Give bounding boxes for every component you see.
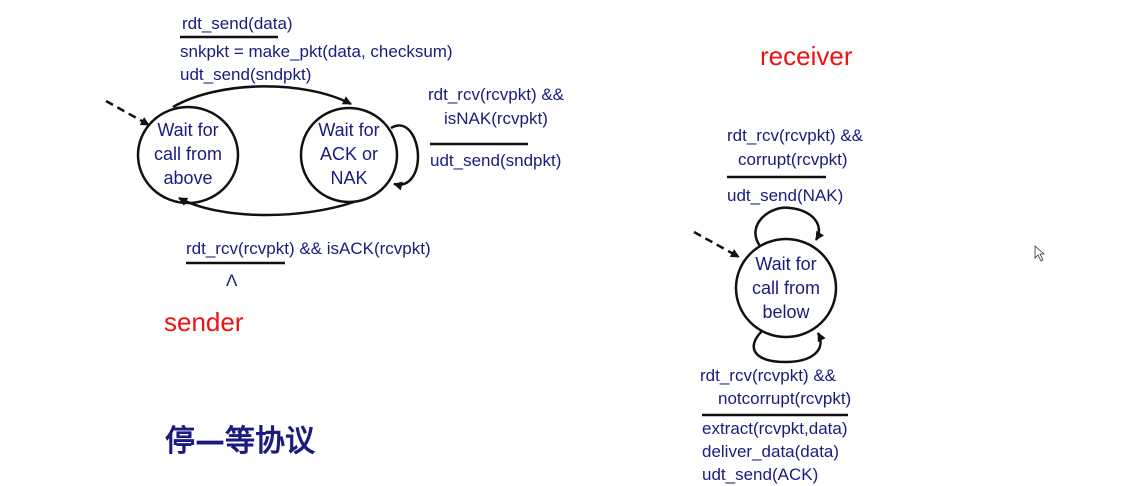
t-send-event: rdt_send(data): [182, 14, 293, 33]
state-line: Wait for: [755, 254, 816, 274]
t-corrupt-event: rdt_rcv(rcvpkt) &&: [727, 126, 864, 145]
t-ok-action: udt_send(ACK): [702, 465, 818, 484]
t-nak-action: udt_send(sndpkt): [430, 151, 561, 170]
state-wait-ack-nak: Wait for ACK or NAK: [299, 106, 399, 204]
receiver-label: receiver: [760, 41, 853, 71]
state-wait-call-below: Wait for call from below: [734, 237, 838, 339]
state-wait-call-above: Wait for call from above: [136, 105, 240, 205]
t-corrupt-action: udt_send(NAK): [727, 186, 843, 205]
t-ok-event: notcorrupt(rcvpkt): [718, 389, 851, 408]
state-line: ACK or: [320, 144, 378, 164]
state-line: Wait for: [318, 120, 379, 140]
sender-label: sender: [164, 307, 244, 337]
state-line: Wait for: [157, 120, 218, 140]
arrow-ok-loop: [752, 330, 826, 364]
arrow-corrupt-loop: [754, 206, 825, 247]
t-ack-action: Λ: [226, 271, 238, 290]
arrow-nak-loop: [390, 124, 420, 191]
t-ack-event: rdt_rcv(rcvpkt) && isACK(rcvpkt): [186, 239, 431, 258]
t-ok-action: deliver_data(data): [702, 442, 839, 461]
t-send-action: udt_send(sndpkt): [180, 65, 311, 84]
t-ok-event: rdt_rcv(rcvpkt) &&: [700, 366, 837, 385]
t-nak-event: isNAK(rcvpkt): [444, 109, 548, 128]
initial-state-arrow: [693, 230, 740, 259]
slide-title: 停—等协议: [165, 424, 316, 459]
initial-state-arrow: [105, 99, 150, 127]
t-nak-event: rdt_rcv(rcvpkt) &&: [428, 85, 565, 104]
state-line: call from: [154, 144, 222, 164]
state-line: call from: [752, 278, 820, 298]
t-ok-action: extract(rcvpkt,data): [702, 419, 848, 438]
t-send-action: snkpkt = make_pkt(data, checksum): [180, 42, 453, 61]
t-corrupt-event: corrupt(rcvpkt): [738, 150, 848, 169]
arrow-send: [172, 85, 352, 109]
state-line: below: [762, 302, 810, 322]
state-line: NAK: [330, 168, 367, 188]
arrow-ack: [178, 196, 355, 217]
state-line: above: [163, 168, 212, 188]
mouse-cursor-icon: [1034, 245, 1046, 262]
